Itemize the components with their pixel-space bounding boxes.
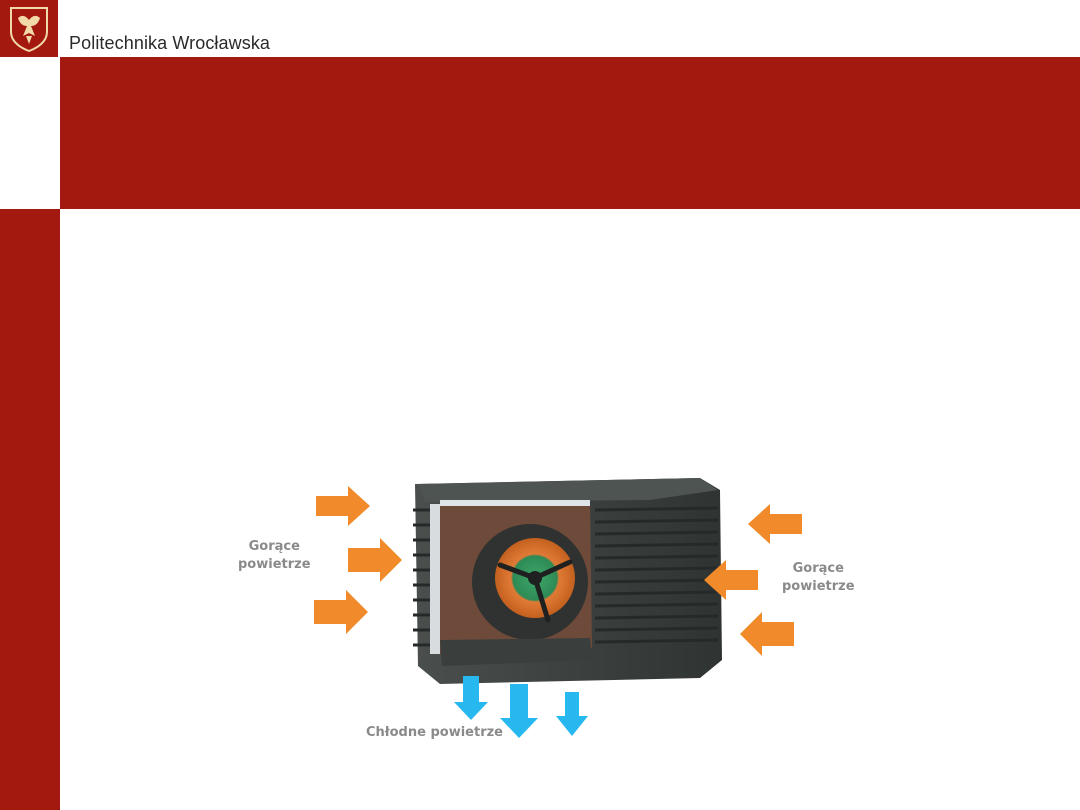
arrow-right-icon (314, 590, 368, 634)
cool-air-label: Chłodne powietrze (366, 725, 503, 740)
title-bar (60, 57, 1080, 209)
side-bar (0, 209, 60, 810)
evaporative-cooler-figure: Gorące powietrze Gorące powietrze Chłodn… (230, 470, 870, 750)
institution-name: Politechnika Wrocławska (69, 33, 271, 53)
cool-air-arrows (454, 676, 588, 738)
arrow-down-icon (454, 676, 488, 720)
arrow-down-icon (500, 684, 538, 738)
cooler-illustration (314, 478, 802, 738)
hot-air-label-right: Gorące powietrze (782, 561, 855, 594)
hot-air-arrows-right (704, 504, 802, 656)
university-logo[interactable] (0, 0, 58, 57)
arrow-right-icon (348, 538, 402, 582)
arrow-right-icon (316, 486, 370, 526)
arrow-down-icon (556, 692, 588, 736)
hot-air-arrows-left (314, 486, 402, 634)
university-crest-icon (10, 7, 48, 52)
arrow-left-icon (704, 560, 758, 600)
hot-air-label-left: Gorące powietrze (238, 539, 311, 572)
cooler-unit (413, 478, 722, 684)
arrow-left-icon (748, 504, 802, 544)
arrow-left-icon (740, 612, 794, 656)
